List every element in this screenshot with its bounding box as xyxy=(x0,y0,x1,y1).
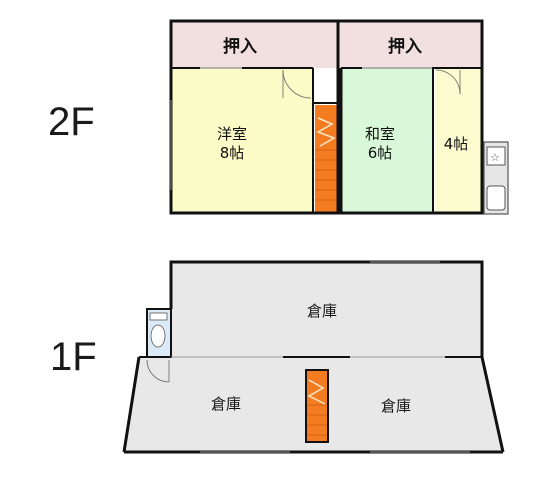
western-room xyxy=(171,68,313,213)
first-floor: 倉庫 倉庫 倉庫 xyxy=(122,260,505,454)
closet-left-label: 押入 xyxy=(223,36,257,57)
floor-label-1f: 1F xyxy=(50,335,97,379)
western-room-size: 8帖 xyxy=(220,144,245,162)
stair-icon xyxy=(305,369,329,443)
closet-right-label: 押入 xyxy=(388,36,422,57)
storage-left-label: 倉庫 xyxy=(211,395,241,413)
second-floor: ☆ 押入 押入 洋室 8帖 和室 6帖 4帖 xyxy=(169,19,509,215)
floor-label-2f: 2F xyxy=(48,100,95,144)
stair-icon xyxy=(315,105,338,213)
small-room xyxy=(435,68,482,213)
kitchen-sink-icon: ☆ xyxy=(483,141,509,215)
closet-right xyxy=(338,21,482,68)
western-room-name: 洋室 xyxy=(217,125,247,143)
japanese-room-size: 6帖 xyxy=(368,144,393,162)
small-room-size: 4帖 xyxy=(444,135,469,153)
svg-text:☆: ☆ xyxy=(490,151,500,164)
storage-top-label: 倉庫 xyxy=(307,302,337,320)
japanese-room-name: 和室 xyxy=(365,125,395,143)
closet-left xyxy=(171,21,338,68)
hall-white xyxy=(313,68,338,103)
toilet-icon xyxy=(146,308,172,358)
storage-top xyxy=(171,262,482,357)
storage-right-label: 倉庫 xyxy=(381,397,411,415)
japanese-room xyxy=(341,68,433,213)
